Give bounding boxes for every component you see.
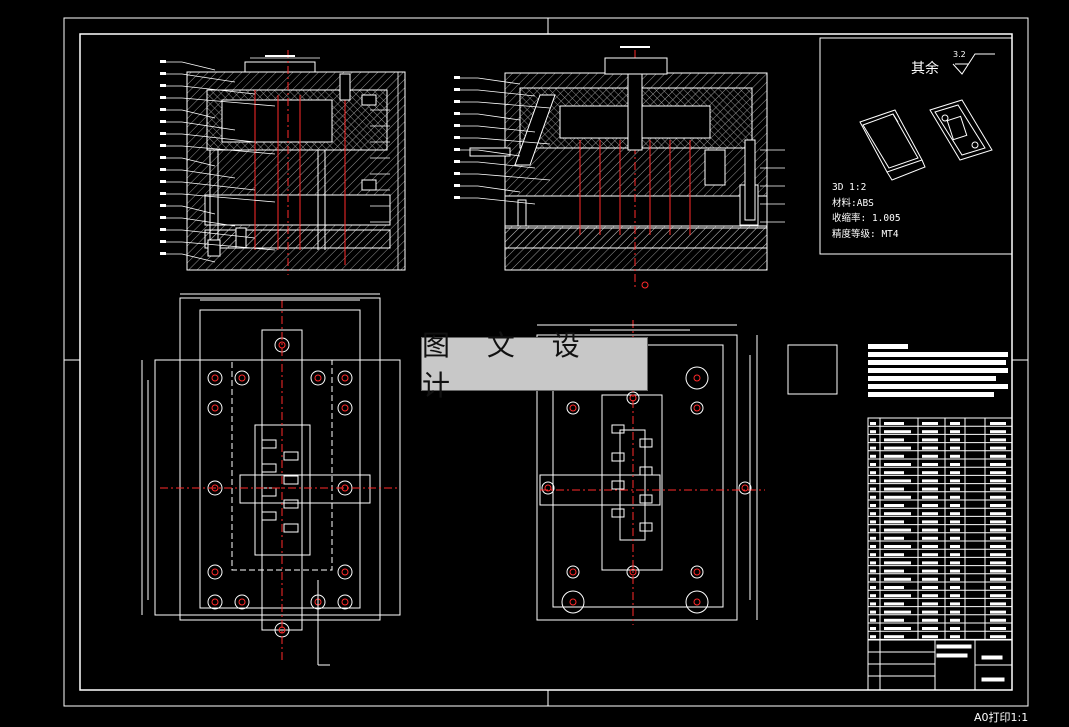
mold-section-view-right — [454, 46, 785, 290]
title-block — [867, 639, 1013, 691]
note-scale: 3D 1:2 — [832, 182, 867, 193]
notes-panel-frame — [819, 37, 1013, 255]
outer-frame — [63, 17, 1029, 707]
note-shrinkage: 收缩率: 1.005 — [832, 213, 901, 224]
stamp-box — [787, 344, 838, 395]
roughness-value: 3.2 — [953, 50, 966, 59]
surface-finish-note: 其余 — [911, 58, 939, 78]
technical-requirements-text — [868, 344, 1008, 397]
product-3d-view-left — [859, 109, 926, 181]
mold-plan-view-left — [141, 293, 401, 666]
note-precision: 精度等级: MT4 — [832, 228, 899, 240]
mold-section-view-left — [160, 50, 406, 275]
product-3d-view-right — [929, 99, 993, 161]
inner-frame — [79, 33, 1013, 691]
plot-scale-label: A0打印1:1 — [974, 711, 1029, 724]
bom-text-marks — [870, 422, 1006, 639]
design-notes: 3D 1:2 材料:ABS 收缩率: 1.005 精度等级: MT4 — [832, 180, 901, 242]
bill-of-materials — [867, 417, 1013, 691]
surface-finish-label: 其余 — [911, 61, 939, 77]
watermark-banner: 图 文 设 计 — [421, 329, 648, 402]
note-material: 材料:ABS — [832, 197, 874, 209]
roughness-symbol — [952, 53, 995, 75]
frame-center-marks — [64, 18, 1028, 706]
